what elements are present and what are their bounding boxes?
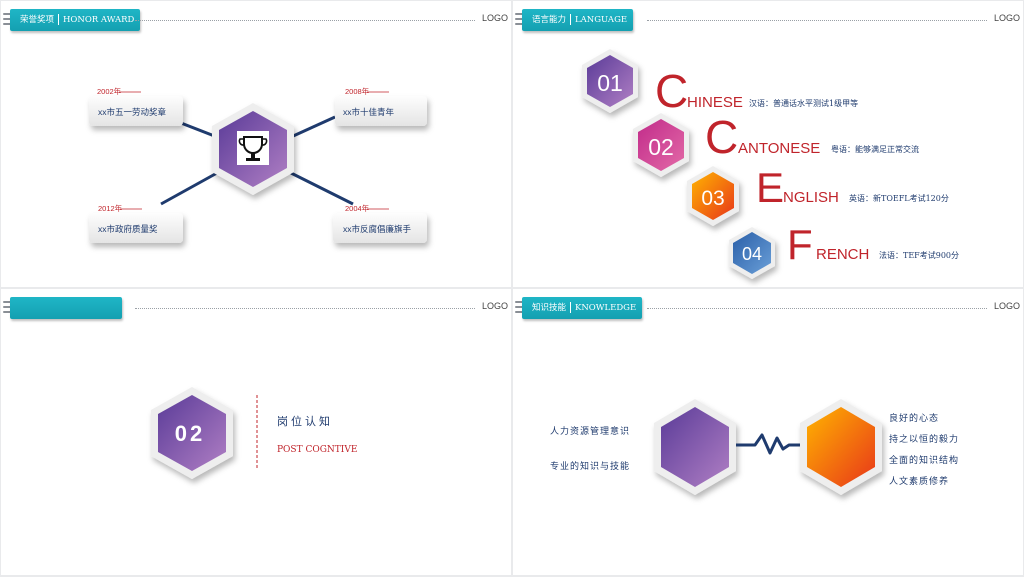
language-list: 01 C HINESE 汉语：普通话水平测试1级甲等 02 C ANTONESE… xyxy=(582,49,959,279)
knowledge-right-item: 良好的心态 xyxy=(889,412,939,424)
award-text: xx市反腐倡廉旗手 xyxy=(343,224,412,234)
language-item: 03 E NGLISH 英语：新TOEFL考试120分 xyxy=(687,164,949,226)
header-divider xyxy=(647,20,987,21)
header-divider xyxy=(135,308,475,309)
binder-clip xyxy=(3,23,15,25)
language-number: 01 xyxy=(597,70,623,96)
award-year: 2002年 xyxy=(97,86,122,96)
binder-clip xyxy=(515,23,527,25)
binder-clip xyxy=(515,306,527,308)
award-year: 2004年 xyxy=(345,203,370,213)
knowledge-left-item: 人力资源管理意识 xyxy=(550,425,630,437)
section-tab: 知识技能 KNOWLEDGE xyxy=(522,297,643,319)
slide-knowledge: 知识技能 KNOWLEDGE LOGO 人力资源管理意识 专业的知识与技能 良好的… xyxy=(513,289,1023,575)
language-item: 04 F RENCH 法语：TEF考试900分 xyxy=(729,221,959,279)
binder-clip xyxy=(3,301,15,303)
language-name: RENCH xyxy=(816,246,869,263)
tab-title-en: KNOWLEDGE xyxy=(575,303,637,313)
tab-title-cn: 语言能力 xyxy=(532,15,567,25)
award-diagram: 2002年 xx市五一劳动奖章 2008年 xx市十佳青年 2012年 xx市政… xyxy=(89,86,427,243)
binder-clip xyxy=(515,13,527,15)
knowledge-right-item: 持之以恒的毅力 xyxy=(889,433,959,445)
logo-text: LOGO xyxy=(993,13,1020,23)
award-year: 2012年 xyxy=(98,203,123,213)
logo-text: LOGO xyxy=(993,301,1020,311)
language-number: 04 xyxy=(742,244,762,264)
knowledge-right-item: 人文素质修养 xyxy=(889,475,949,487)
language-number: 03 xyxy=(701,187,724,210)
section-tab xyxy=(10,297,122,319)
trophy-icon xyxy=(237,131,269,165)
language-number: 02 xyxy=(648,134,674,160)
binder-clip xyxy=(3,311,15,313)
language-desc: 法语：TEF考试900分 xyxy=(879,250,959,260)
slide-honor-award: 荣誉奖项 HONOR AWARD LOGO 2002年 xx市五一劳动奖章 xyxy=(1,1,511,287)
award-card: 2008年 xx市十佳青年 xyxy=(335,86,427,126)
knowledge-right-item: 全面的知识结构 xyxy=(889,454,959,466)
language-initial: C xyxy=(705,111,738,163)
tab-title-en: HONOR AWARD xyxy=(63,15,135,25)
award-text: xx市政府质量奖 xyxy=(98,224,158,234)
language-desc: 英语：新TOEFL考试120分 xyxy=(849,193,949,203)
section-number: 02 xyxy=(175,421,205,446)
logo-text: LOGO xyxy=(481,301,508,311)
header-divider xyxy=(647,308,987,309)
award-card: 2012年 xx市政府质量奖 xyxy=(89,203,183,243)
binder-clip xyxy=(515,18,527,20)
tab-title-cn: 荣誉奖项 xyxy=(20,15,55,25)
language-desc: 汉语：普通话水平测试1级甲等 xyxy=(749,98,858,108)
section-marker: 02 岗位认知 POST COGNTIVE xyxy=(151,387,357,479)
language-initial: E xyxy=(756,164,784,211)
award-card: 2004年 xx市反腐倡廉旗手 xyxy=(333,203,427,243)
award-card: 2002年 xx市五一劳动奖章 xyxy=(89,86,183,126)
binder-clip xyxy=(3,13,15,15)
language-initial: F xyxy=(787,221,813,268)
binder-clip xyxy=(515,311,527,313)
binder-clip xyxy=(3,18,15,20)
award-text: xx市五一劳动奖章 xyxy=(98,107,167,117)
logo-text: LOGO xyxy=(481,13,508,23)
section-title-cn: 岗位认知 xyxy=(277,414,333,428)
section-tab: 荣誉奖项 HONOR AWARD xyxy=(10,9,141,31)
language-name: ANTONESE xyxy=(738,140,820,157)
header-divider xyxy=(135,20,475,21)
binder-clip xyxy=(515,301,527,303)
tab-title-cn: 知识技能 xyxy=(532,303,567,313)
language-item: 01 C HINESE 汉语：普通话水平测试1级甲等 xyxy=(582,49,858,117)
slide-section: LOGO 02 岗位认知 POST COGNTIVE xyxy=(1,289,511,575)
binder-clip xyxy=(3,306,15,308)
slide-language: 语言能力 LANGUAGE LOGO 01 C HINESE 汉语：普通话水平测试… xyxy=(513,1,1023,287)
section-tab: 语言能力 LANGUAGE xyxy=(522,9,634,31)
tab-title-en: LANGUAGE xyxy=(575,15,628,25)
knowledge-left-item: 专业的知识与技能 xyxy=(550,460,630,472)
language-initial: C xyxy=(655,65,688,117)
section-title-en: POST COGNTIVE xyxy=(277,445,357,455)
award-text: xx市十佳青年 xyxy=(343,107,395,117)
award-year: 2008年 xyxy=(345,86,370,96)
language-item: 02 C ANTONESE 粤语：能够满足正常交流 xyxy=(633,111,919,177)
language-name: HINESE xyxy=(687,94,743,111)
language-name: NGLISH xyxy=(783,189,839,206)
knowledge-diagram: 人力资源管理意识 专业的知识与技能 良好的心态 持之以恒的毅力 全面的知识结构 … xyxy=(550,399,959,495)
language-desc: 粤语：能够满足正常交流 xyxy=(831,144,919,154)
